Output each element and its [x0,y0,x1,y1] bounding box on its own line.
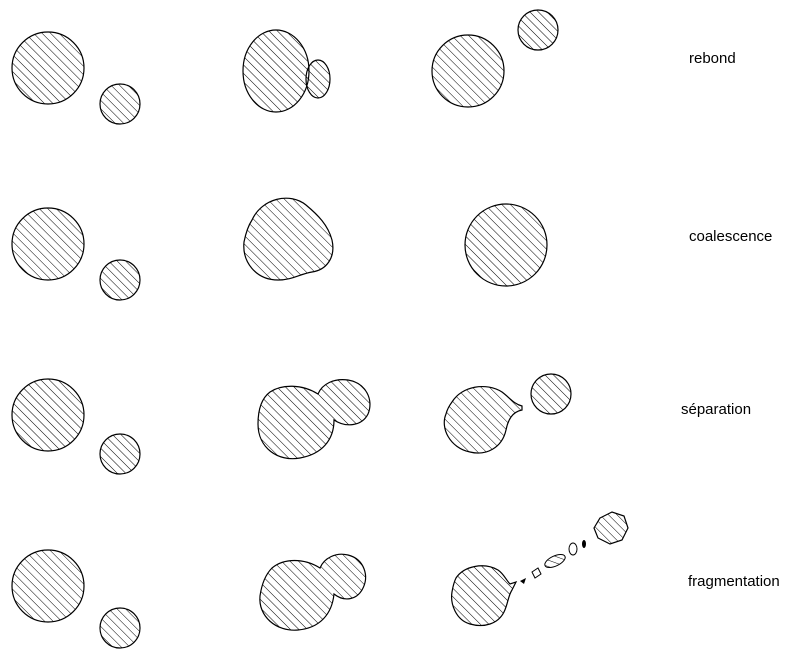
fragment-4 [569,543,577,555]
droplet-large [12,208,84,280]
label-rebond: rebond [689,50,736,67]
label-separation: séparation [681,401,751,418]
droplet-small [100,260,140,300]
droplet-small [100,84,140,124]
droplet-detaching [444,387,522,453]
label-coalescence: coalescence [689,228,772,245]
row-separation: séparation [12,374,751,474]
droplet-small-deformed [306,60,330,98]
droplet-merging [244,198,333,280]
droplet-parent-fragmenting [452,566,516,626]
droplet-stretching [258,380,370,459]
label-fragmentation: fragmentation [688,573,780,590]
droplet-separated [531,374,571,414]
row-coalescence: coalescence [12,198,772,300]
droplet-merged [465,204,547,286]
droplet-large-touching [243,30,309,112]
droplet-small [100,608,140,648]
droplet-small [100,434,140,474]
row-fragmentation: fragmentation [12,512,780,648]
fragment-2 [532,568,541,578]
droplet-large-after [432,35,504,107]
fragment-droplet [594,512,628,544]
droplet-large [12,379,84,451]
droplet-small-bounced [518,10,558,50]
fragment-5 [582,540,586,548]
fragment-3 [543,552,567,570]
fragment-1 [520,578,526,584]
droplet-large [12,550,84,622]
droplet-large [12,32,84,104]
row-rebond: rebond [12,10,736,124]
droplet-stretching [260,554,366,630]
